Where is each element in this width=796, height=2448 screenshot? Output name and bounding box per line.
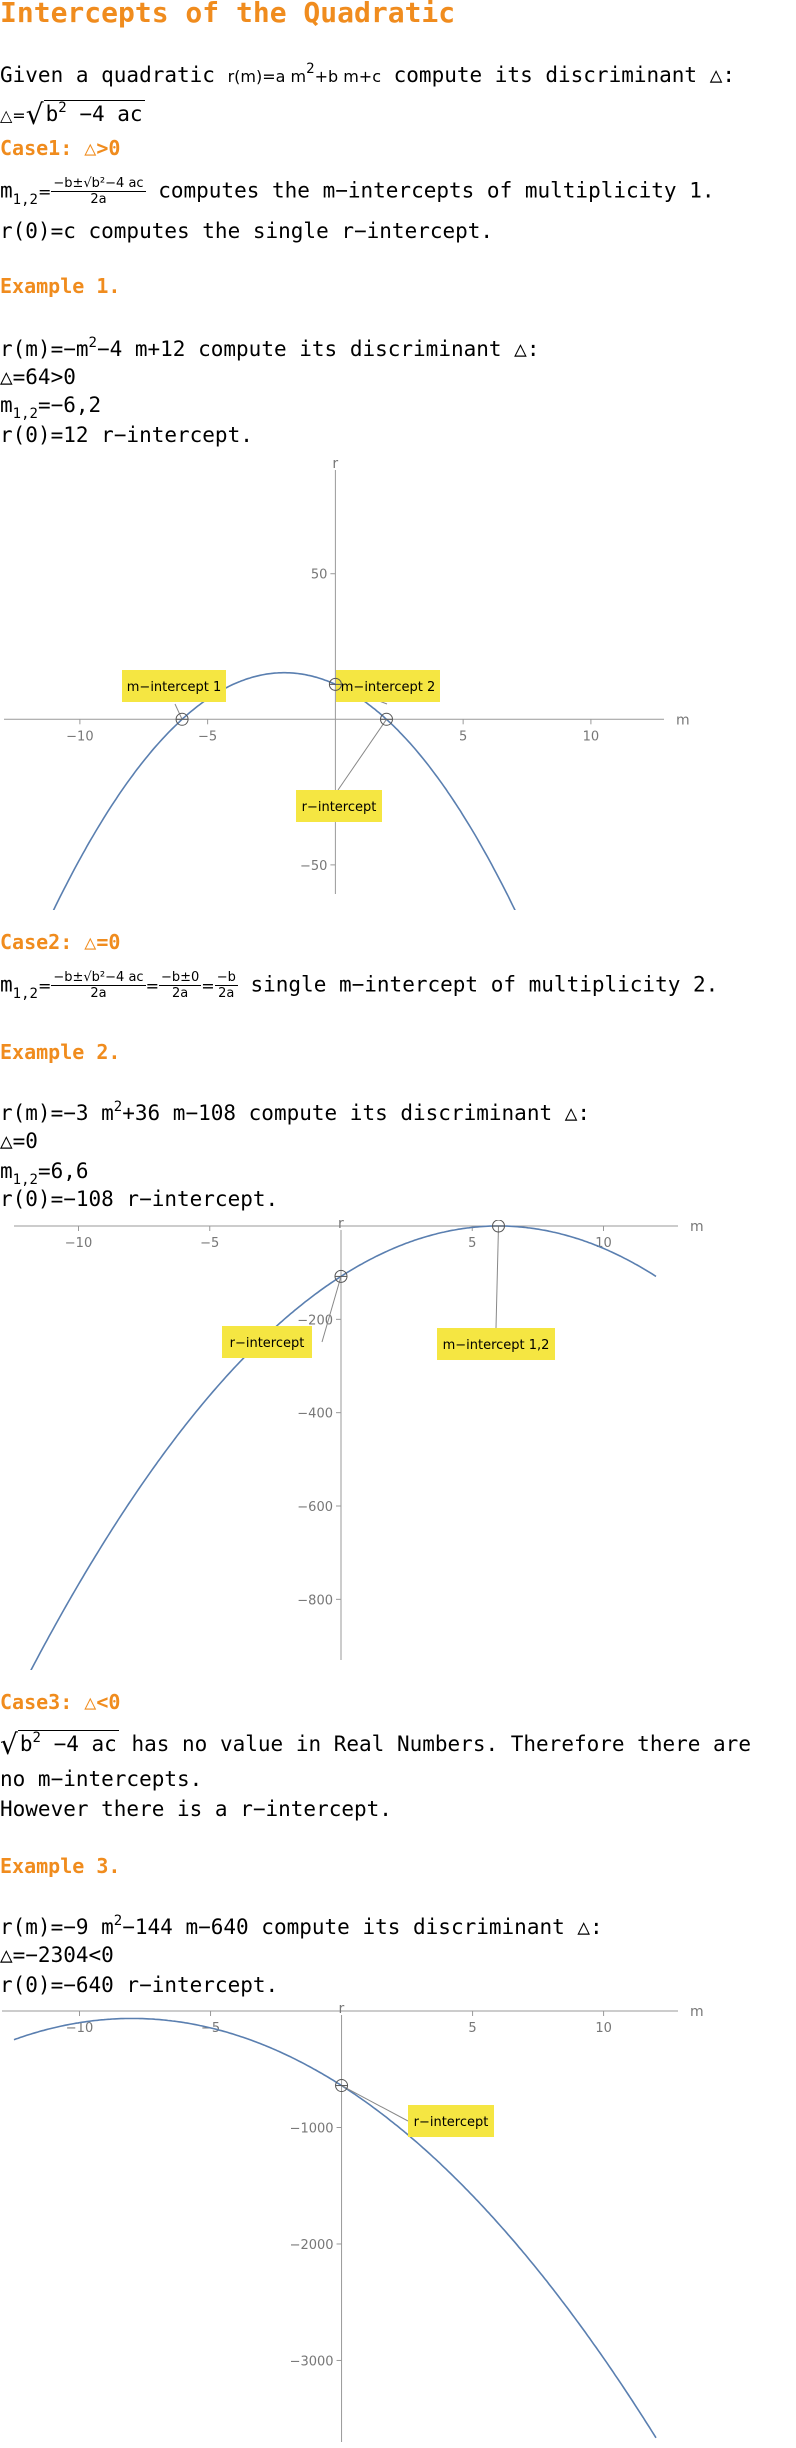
callout-label: r−intercept <box>414 2115 489 2130</box>
callout-leader <box>341 2085 409 2122</box>
y-tick-label: −50 <box>300 859 327 874</box>
x-tick-label: 10 <box>595 2021 612 2036</box>
callout-leader <box>337 719 387 791</box>
callout-box <box>222 1326 312 1358</box>
callout-box <box>437 1328 555 1360</box>
x-tick-label: 5 <box>459 729 467 744</box>
callout-leader <box>321 1276 342 1343</box>
y-tick-label: −400 <box>297 1407 333 1422</box>
callout-leader <box>495 1225 499 1329</box>
x-axis-label: m <box>690 1220 704 1235</box>
curve-line <box>13 2017 657 2439</box>
x-axis-label: m <box>690 2005 704 2020</box>
y-tick-label: −800 <box>297 1593 333 1608</box>
x-tick-label: −5 <box>200 1236 219 1251</box>
y-axis-label: r <box>338 1220 344 1232</box>
example3-function: r(m)=−9 m2−144 m−640 compute its discrim… <box>0 1913 603 1939</box>
example2-m-values: m1,2=6,6 <box>0 1159 89 1188</box>
example3-heading: Example 3. <box>0 1854 121 1878</box>
example2-function: r(m)=−3 m2+36 m−108 compute its discrimi… <box>0 1099 591 1125</box>
x-tick-label: −10 <box>65 1236 92 1251</box>
y-axis-label: r <box>332 460 338 472</box>
discriminant-formula: △=√b2 −4 ac <box>0 98 145 131</box>
x-tick-label: −10 <box>66 2021 93 2036</box>
case3-line1: √b2 −4 ac has no value in Real Numbers. … <box>0 1728 751 1761</box>
callout-leader <box>174 703 183 720</box>
example1-r-value: r(0)=12 r−intercept. <box>0 423 253 447</box>
case3-line2: no m−intercepts. <box>0 1767 203 1791</box>
example2-delta: △=0 <box>0 1129 38 1153</box>
x-tick-label: −10 <box>66 729 93 744</box>
x-tick-label: −5 <box>198 729 217 744</box>
x-tick-label: 5 <box>468 1236 476 1251</box>
example3-r-value: r(0)=−640 r−intercept. <box>0 1973 279 1997</box>
callout-box <box>336 670 440 702</box>
x-tick-label: 5 <box>468 2021 476 2036</box>
callout-label: r−intercept <box>230 1336 305 1351</box>
callout-label: m−intercept 1 <box>127 680 221 695</box>
case1-heading: Case1: △>0 <box>0 136 121 160</box>
y-axis-label: r <box>339 2005 345 2017</box>
callout-box <box>296 790 382 822</box>
page-title: Intercepts of the Quadratic <box>0 0 456 29</box>
case3-line3: However there is a r−intercept. <box>0 1797 392 1821</box>
y-tick-label: −2000 <box>290 2238 334 2253</box>
case1-r-text: r(0)=c computes the single r−intercept. <box>0 219 494 243</box>
x-tick-label: 10 <box>583 729 600 744</box>
x-axis-label: m <box>676 712 690 728</box>
callout-label: r−intercept <box>302 800 377 815</box>
y-tick-label: −200 <box>297 1313 333 1328</box>
y-tick-label: −3000 <box>290 2354 334 2369</box>
example1-heading: Example 1. <box>0 274 121 298</box>
callout-box <box>408 2105 494 2137</box>
example2-r-value: r(0)=−108 r−intercept. <box>0 1187 279 1211</box>
callout-box <box>122 670 226 702</box>
callout-label: m−intercept 1,2 <box>443 1338 550 1353</box>
example1-m-values: m1,2=−6,2 <box>0 393 102 422</box>
example1-chart: mr−10−551010050−50m−intercept 1m−interce… <box>4 460 690 910</box>
intro-line: Given a quadratic r(m)=a m2+b m+c comput… <box>0 61 736 87</box>
example2-heading: Example 2. <box>0 1040 121 1064</box>
y-tick-label: −600 <box>297 1500 333 1515</box>
callout-label: m−intercept 2 <box>341 680 435 695</box>
curve-line <box>52 671 516 910</box>
case3-heading: Case3: △<0 <box>0 1690 121 1714</box>
y-tick-label: 50 <box>311 568 328 583</box>
y-tick-label: −1000 <box>290 2121 334 2136</box>
case2-heading: Case2: △=0 <box>0 930 121 954</box>
example1-function: r(m)=−m2−4 m+12 compute its discriminant… <box>0 335 540 361</box>
example1-delta: △=64>0 <box>0 365 76 389</box>
example3-delta: △=−2304<0 <box>0 1943 114 1967</box>
